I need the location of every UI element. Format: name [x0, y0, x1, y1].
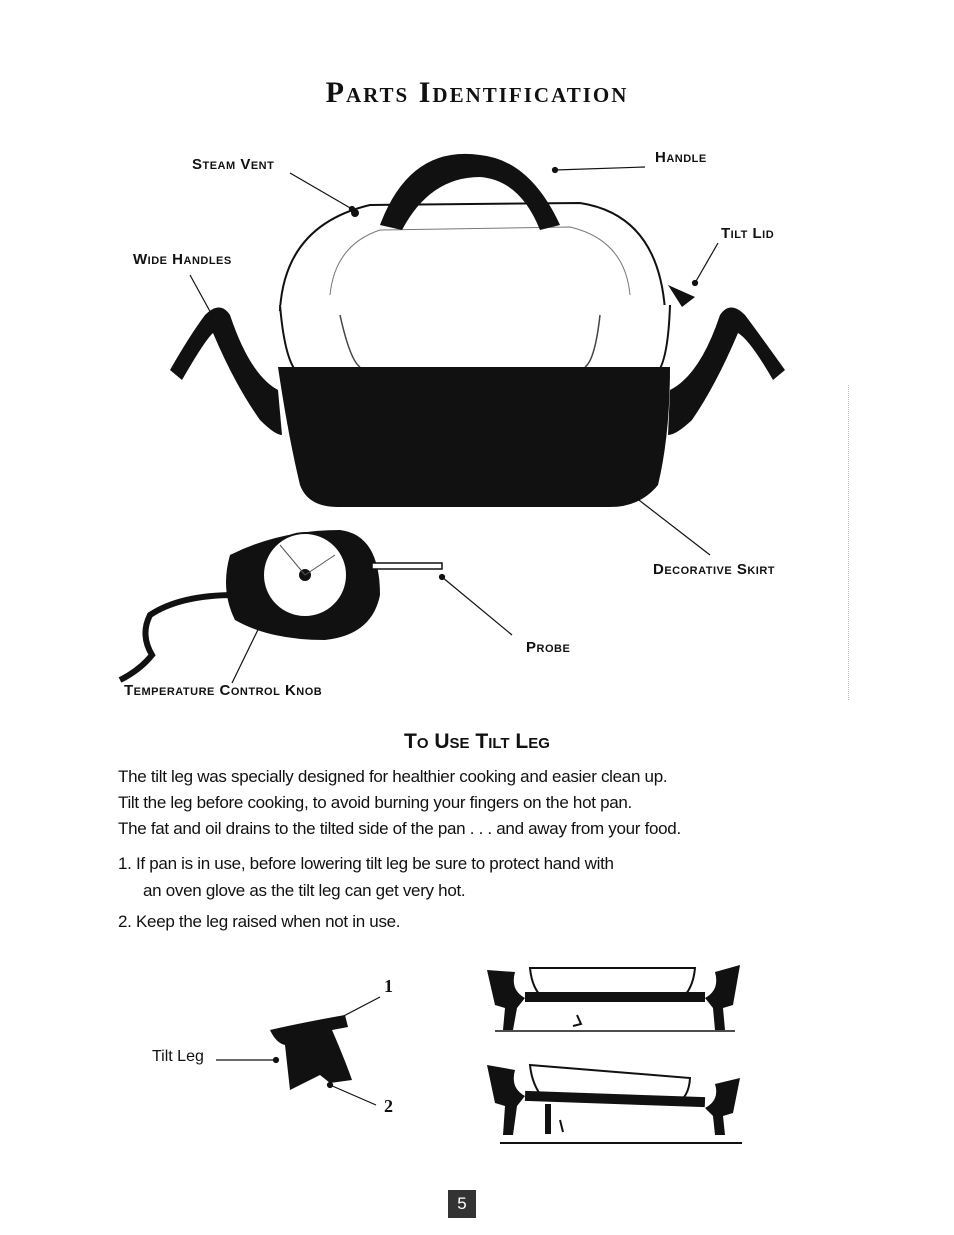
position-2-label: 2 — [384, 1096, 393, 1116]
margin-mark — [848, 385, 850, 700]
step-2-line-1: 2. Keep the leg raised when not in use. — [118, 912, 401, 931]
label-tilt-lid: Tilt Lid — [721, 225, 775, 242]
intro-paragraph: The tilt leg was specially designed for … — [118, 764, 818, 842]
label-wide-handles: Wide Handles — [133, 251, 232, 268]
wide-handle-right — [668, 307, 785, 435]
page-title: Parts Identification — [325, 76, 629, 109]
pan-tilted-view — [487, 1063, 742, 1144]
page-number: 5 — [448, 1190, 476, 1218]
step-1-line-2: an oven glove as the tilt leg can get ve… — [143, 881, 466, 900]
wide-handle-left — [170, 307, 282, 435]
steps-list: 1. If pan is in use, before lowering til… — [118, 850, 614, 935]
skillet-illustration — [118, 153, 785, 684]
pan-level-view — [487, 965, 740, 1032]
tilt-leg-shape — [270, 1015, 352, 1090]
tilt-lid-shape — [278, 201, 667, 311]
decorative-skirt-shape — [278, 367, 670, 507]
label-decorative-skirt: Decorative Skirt — [653, 561, 776, 578]
label-handle: Handle — [655, 149, 707, 166]
section-heading: To Use Tilt Leg — [404, 730, 550, 753]
paragraph-line: Tilt the leg before cooking, to avoid bu… — [118, 793, 632, 812]
power-cord — [118, 592, 236, 683]
paragraph-line: The fat and oil drains to the tilted sid… — [118, 819, 681, 838]
paragraph-line: The tilt leg was specially designed for … — [118, 767, 668, 786]
tilt-leg-diagram — [216, 996, 381, 1106]
position-1-label: 1 — [384, 976, 393, 996]
pan-tilt-views — [487, 965, 742, 1144]
handle-shape — [380, 153, 560, 230]
tilt-leg-label: Tilt Leg — [152, 1048, 204, 1065]
label-temperature-control-knob: Temperature Control Knob — [124, 682, 323, 699]
label-probe: Probe — [526, 639, 571, 656]
label-steam-vent: Steam Vent — [192, 156, 275, 173]
step-1-line-1: 1. If pan is in use, before lowering til… — [118, 854, 614, 873]
probe-shape — [371, 562, 443, 570]
